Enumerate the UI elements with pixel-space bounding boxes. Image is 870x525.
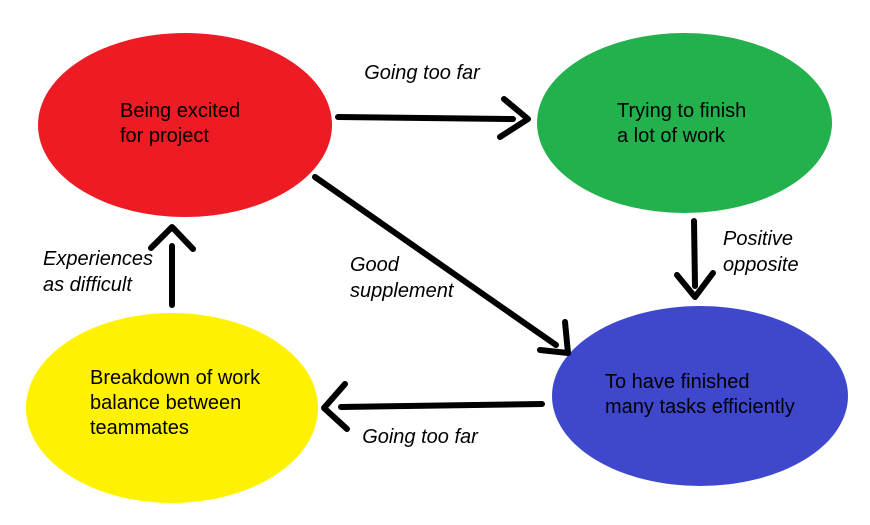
edge-label-line: opposite: [723, 254, 799, 276]
node-label: To have finished many tasks efficiently: [605, 370, 795, 420]
node-label-line: a lot of work: [617, 125, 725, 147]
node-breakdown-work-balance: Breakdown of work balance between teamma…: [26, 313, 318, 503]
node-label-line: Breakdown of work: [90, 367, 261, 389]
arrows-group: [148, 96, 716, 432]
edge-label-experiences-as-difficult: Experiences as difficult: [43, 246, 153, 298]
node-label: Trying to finish a lot of work: [617, 99, 746, 149]
node-label: Breakdown of work balance between teamma…: [90, 366, 260, 441]
edge-label-line: Good: [350, 254, 399, 276]
node-label-line: Being excited: [120, 100, 241, 122]
node-label-line: for project: [120, 125, 209, 147]
node-trying-to-finish-work: Trying to finish a lot of work: [537, 33, 832, 213]
edge-label-line: Positive: [723, 228, 794, 250]
edge-label-going-too-far-bottom: Going too far: [355, 424, 485, 450]
edge-label-line: as difficult: [43, 274, 132, 296]
node-label: Being excited for project: [120, 99, 240, 149]
node-label-line: many tasks efficiently: [605, 396, 795, 418]
edge-label-line: Experiences: [43, 248, 154, 270]
node-label-line: To have finished: [605, 371, 750, 393]
arrow-excited-to-trying: [335, 96, 531, 140]
node-label-line: balance between: [90, 392, 242, 414]
arrow-trying-to-finished: [674, 218, 716, 300]
edge-label-line: Going too far: [364, 62, 480, 84]
edge-label-going-too-far-top: Going too far: [352, 60, 492, 86]
edge-label-good-supplement: Good supplement: [350, 252, 453, 304]
edge-label-line: supplement: [350, 280, 454, 302]
node-label-line: teammates: [90, 417, 189, 439]
arrow-excited-to-finished: [312, 174, 571, 356]
arrow-breakdown-to-excited: [148, 224, 196, 308]
node-finished-many-tasks: To have finished many tasks efficiently: [552, 306, 848, 486]
edge-label-line: Going too far: [362, 426, 478, 448]
node-label-line: Trying to finish: [617, 100, 747, 122]
edge-label-positive-opposite: Positive opposite: [723, 226, 799, 278]
node-being-excited-for-project: Being excited for project: [38, 33, 332, 217]
arrow-finished-to-breakdown: [321, 381, 545, 432]
